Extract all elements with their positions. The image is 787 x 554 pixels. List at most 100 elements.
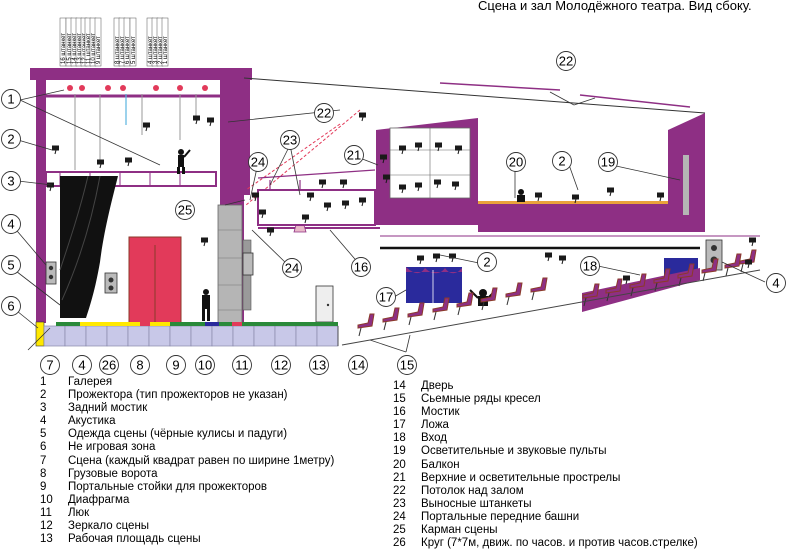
stage-floor-square [127,325,150,347]
stage-floor-square [232,325,255,347]
callout-circle [766,273,786,293]
legend-number: 21 [393,471,406,484]
seat [432,297,450,313]
callout-circle [280,130,300,150]
portal-speaker [242,252,254,276]
seat [357,313,375,329]
batten-tag-label: 5 штанкет [131,36,137,64]
gallery-top-beam [30,68,252,80]
callout-circle [232,355,252,375]
callout-number: 5 [7,258,14,273]
spotlight [359,197,366,203]
stage-floor-square [85,325,108,347]
spotlight [535,192,542,198]
stage-left-wall [36,68,46,323]
stage-floor-square [295,325,318,347]
legend-number: 5 [40,428,47,441]
spotlight [607,187,614,193]
batten-tag-label: 2 штанкет [158,36,164,64]
callout-circle [309,355,329,375]
batten-tag [161,17,169,67]
non-playing-zone [35,321,45,347]
callout-circle [175,200,195,220]
callout-circle [1,214,21,234]
seat [456,292,474,308]
legend-text: Диафрагма [68,493,130,506]
callout-circle [282,258,302,278]
legend-text: Ложа [421,419,449,432]
portal-stand [217,204,243,324]
callout-number: 24 [285,261,299,276]
spotlight [433,253,440,259]
legend-number: 12 [40,520,53,533]
spotlight [749,237,756,243]
legend-number: 19 [393,445,406,458]
spotlight [324,202,331,208]
legend-text: Балкон [421,458,460,471]
legend-text: Вход [421,432,448,445]
legend-number: 24 [393,510,406,523]
stage-floor-square [274,325,297,347]
batten-tag-label: 1 штанкет [163,36,169,64]
left-speaker [45,261,57,285]
legend-text: Портальные передние башни [421,510,580,523]
callout-number: 22 [317,106,331,121]
seat [629,273,647,289]
callout-circle [344,145,364,165]
legend-number: 8 [40,467,47,480]
spotlight [267,227,274,233]
rear-tier [582,268,700,312]
legend-text: Потолок над залом [421,484,524,497]
batten-tag [129,17,137,67]
person-on-bridge [177,149,191,174]
stage-mirror-frame [244,75,250,195]
spotlight [449,253,456,259]
spotlight [340,179,347,185]
callout-number: 2 [483,255,490,270]
callout-circle [348,355,368,375]
legend-text: Рабочая площадь сцены [68,533,201,546]
stage-floor-grid [43,325,339,347]
callout-circle [376,287,396,307]
stage-curtain [60,176,118,318]
spotlight [399,145,406,151]
spotlight [259,209,266,215]
seat [653,268,671,284]
spotlight [319,179,326,185]
seat [605,278,623,294]
legend-text: Акустика [68,415,116,428]
legend-number: 9 [40,480,47,493]
batten-tag-label: 11 штанкет [86,33,92,64]
batten-tag-label: 9 штанкет [96,36,102,64]
callout-number: 26 [102,358,116,373]
callout-number: 9 [172,358,179,373]
spotlight [302,214,309,220]
callout-number: 17 [379,290,393,305]
stage-floor-square [64,325,87,347]
spotlight [745,259,752,265]
callout-circle [506,152,526,172]
spotlight [623,275,630,281]
gallery-lights [67,85,208,91]
legend-text: Портальные стойки для прожекторов [68,480,268,493]
callout-circle [248,152,268,172]
batten-tag-label: 7 штанкет [120,36,126,64]
callout-number: 23 [283,133,297,148]
spotlight [559,255,566,261]
callout-number: 18 [583,259,597,274]
callout-number: 24 [251,155,265,170]
callout-number: 13 [312,358,326,373]
battens-lines [74,94,197,170]
